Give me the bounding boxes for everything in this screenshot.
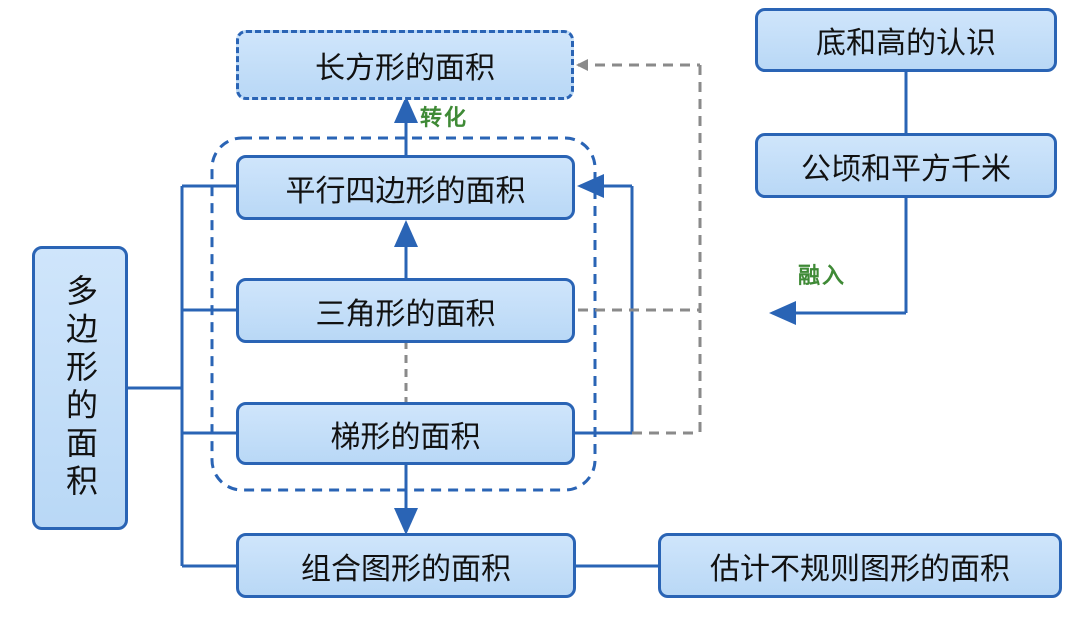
polygon-area-node: 多边形的面积 — [32, 246, 128, 530]
integrate-label: 融入 — [798, 264, 847, 289]
dashed-group-frame — [210, 136, 597, 492]
rectangle-area-node: 长方形的面积 — [236, 30, 574, 100]
hectare-km2-node: 公顷和平方千米 — [755, 133, 1057, 198]
rectangle-dashed-links — [578, 63, 702, 435]
base-height-node: 底和高的认识 — [755, 8, 1057, 72]
rectangle-arrowhead — [576, 59, 588, 71]
trapezoid-area-node: 梯形的面积 — [236, 402, 575, 465]
right-column-links — [769, 72, 908, 325]
estimate-irregular-node: 估计不规则图形的面积 — [658, 533, 1062, 598]
parallelogram-area-node: 平行四边形的面积 — [236, 155, 575, 220]
transform-label: 转化 — [420, 106, 469, 131]
triangle-area-node: 三角形的面积 — [236, 278, 575, 343]
composite-area-node: 组合图形的面积 — [236, 533, 576, 598]
tree-bracket — [128, 184, 236, 568]
